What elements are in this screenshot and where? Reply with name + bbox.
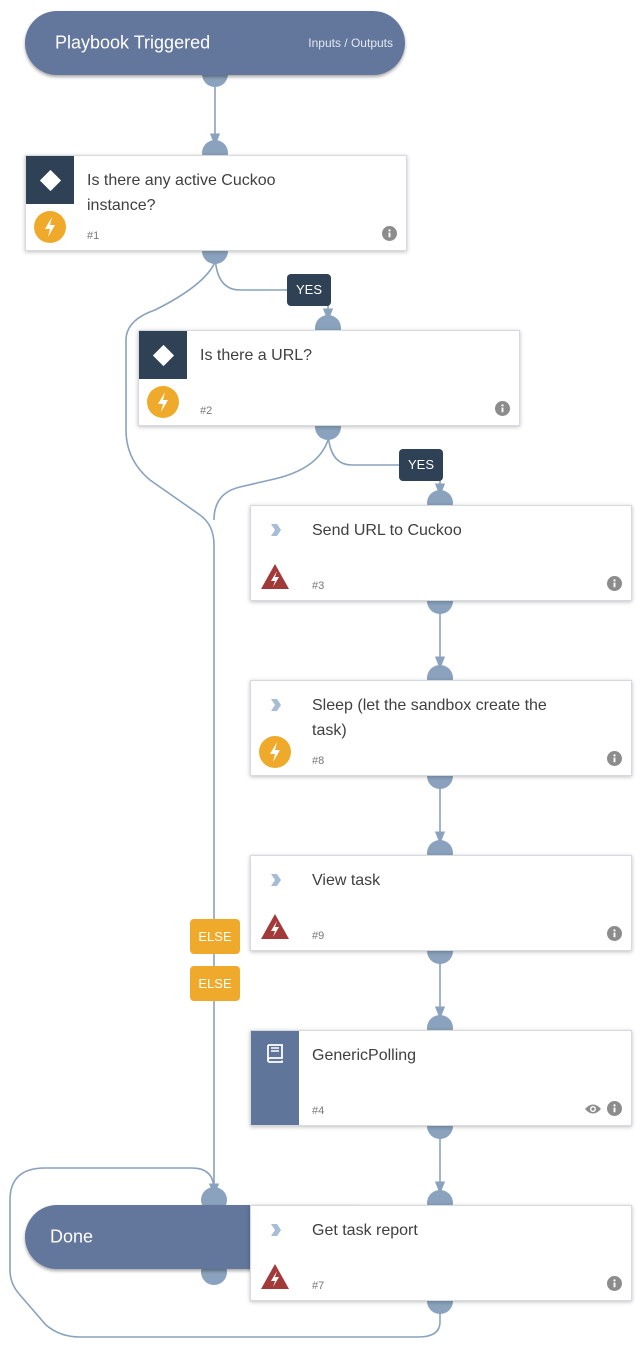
yes-branch-label[interactable]: YES bbox=[287, 274, 331, 306]
lightning-bolt-icon bbox=[34, 211, 66, 243]
chevron-right-icon bbox=[261, 1216, 289, 1244]
book-icon bbox=[251, 1031, 299, 1125]
lightning-bolt-icon bbox=[147, 386, 179, 418]
task-card-4[interactable]: GenericPolling #4 bbox=[250, 1030, 632, 1126]
task-title: Get task report bbox=[312, 1222, 418, 1239]
info-icon[interactable] bbox=[495, 401, 510, 416]
task-title: Send URL to Cuckoo bbox=[312, 522, 462, 539]
info-icon[interactable] bbox=[607, 1101, 622, 1116]
chevron-right-icon bbox=[261, 691, 289, 719]
task-number: #9 bbox=[312, 930, 325, 942]
info-icon[interactable] bbox=[607, 751, 622, 766]
lightning-bolt-icon bbox=[259, 736, 291, 768]
else-branch-label[interactable]: ELSE bbox=[190, 966, 240, 1001]
edge-1-else-to-done bbox=[125, 261, 220, 1197]
task-title: View task bbox=[312, 872, 381, 889]
chevron-right-icon bbox=[261, 516, 289, 544]
condition-diamond-icon bbox=[139, 331, 187, 379]
task-number: #7 bbox=[312, 1280, 325, 1292]
task-number: #2 bbox=[200, 405, 213, 417]
task-title: GenericPolling bbox=[312, 1047, 417, 1064]
task-number: #3 bbox=[312, 580, 325, 592]
task-title: Is there a URL? bbox=[200, 347, 313, 364]
warning-triangle-icon bbox=[261, 564, 289, 589]
task-card-2[interactable]: Is there a URL? #2 bbox=[138, 330, 520, 426]
task-title: Is there any active Cuckoo instance? bbox=[87, 172, 276, 214]
task-title: Sleep (let the sandbox create the task) bbox=[312, 697, 547, 739]
eye-icon[interactable] bbox=[585, 1103, 601, 1115]
task-number: #4 bbox=[312, 1105, 325, 1117]
info-icon[interactable] bbox=[607, 1276, 622, 1291]
task-card-1[interactable]: Is there any active Cuckoo instance? #1 bbox=[25, 155, 407, 251]
yes-branch-label[interactable]: YES bbox=[399, 449, 443, 481]
playbook-triggered-node[interactable]: Playbook Triggered Inputs / Outputs bbox=[25, 11, 405, 75]
task-number: #1 bbox=[87, 230, 100, 242]
inputs-outputs-link[interactable]: Inputs / Outputs bbox=[308, 36, 393, 50]
else-branch-label[interactable]: ELSE bbox=[190, 919, 240, 954]
done-title: Done bbox=[50, 1226, 94, 1247]
edge-7-to-done bbox=[9, 1167, 441, 1338]
info-icon[interactable] bbox=[382, 226, 397, 241]
task-card-3[interactable]: Send URL to Cuckoo #3 bbox=[250, 505, 632, 601]
task-card-9[interactable]: View task #9 bbox=[250, 855, 632, 951]
chevron-right-icon bbox=[261, 866, 289, 894]
task-number: #8 bbox=[312, 755, 325, 767]
condition-diamond-icon bbox=[26, 156, 74, 204]
task-card-8[interactable]: Sleep (let the sandbox create the task) … bbox=[250, 680, 632, 776]
start-title: Playbook Triggered bbox=[55, 32, 211, 53]
info-icon[interactable] bbox=[607, 926, 622, 941]
warning-triangle-icon bbox=[261, 914, 289, 939]
info-icon[interactable] bbox=[607, 576, 622, 591]
task-card-7[interactable]: Get task report #7 bbox=[250, 1205, 632, 1301]
edge-2-else-to-done bbox=[213, 439, 329, 521]
warning-triangle-icon bbox=[261, 1264, 289, 1289]
